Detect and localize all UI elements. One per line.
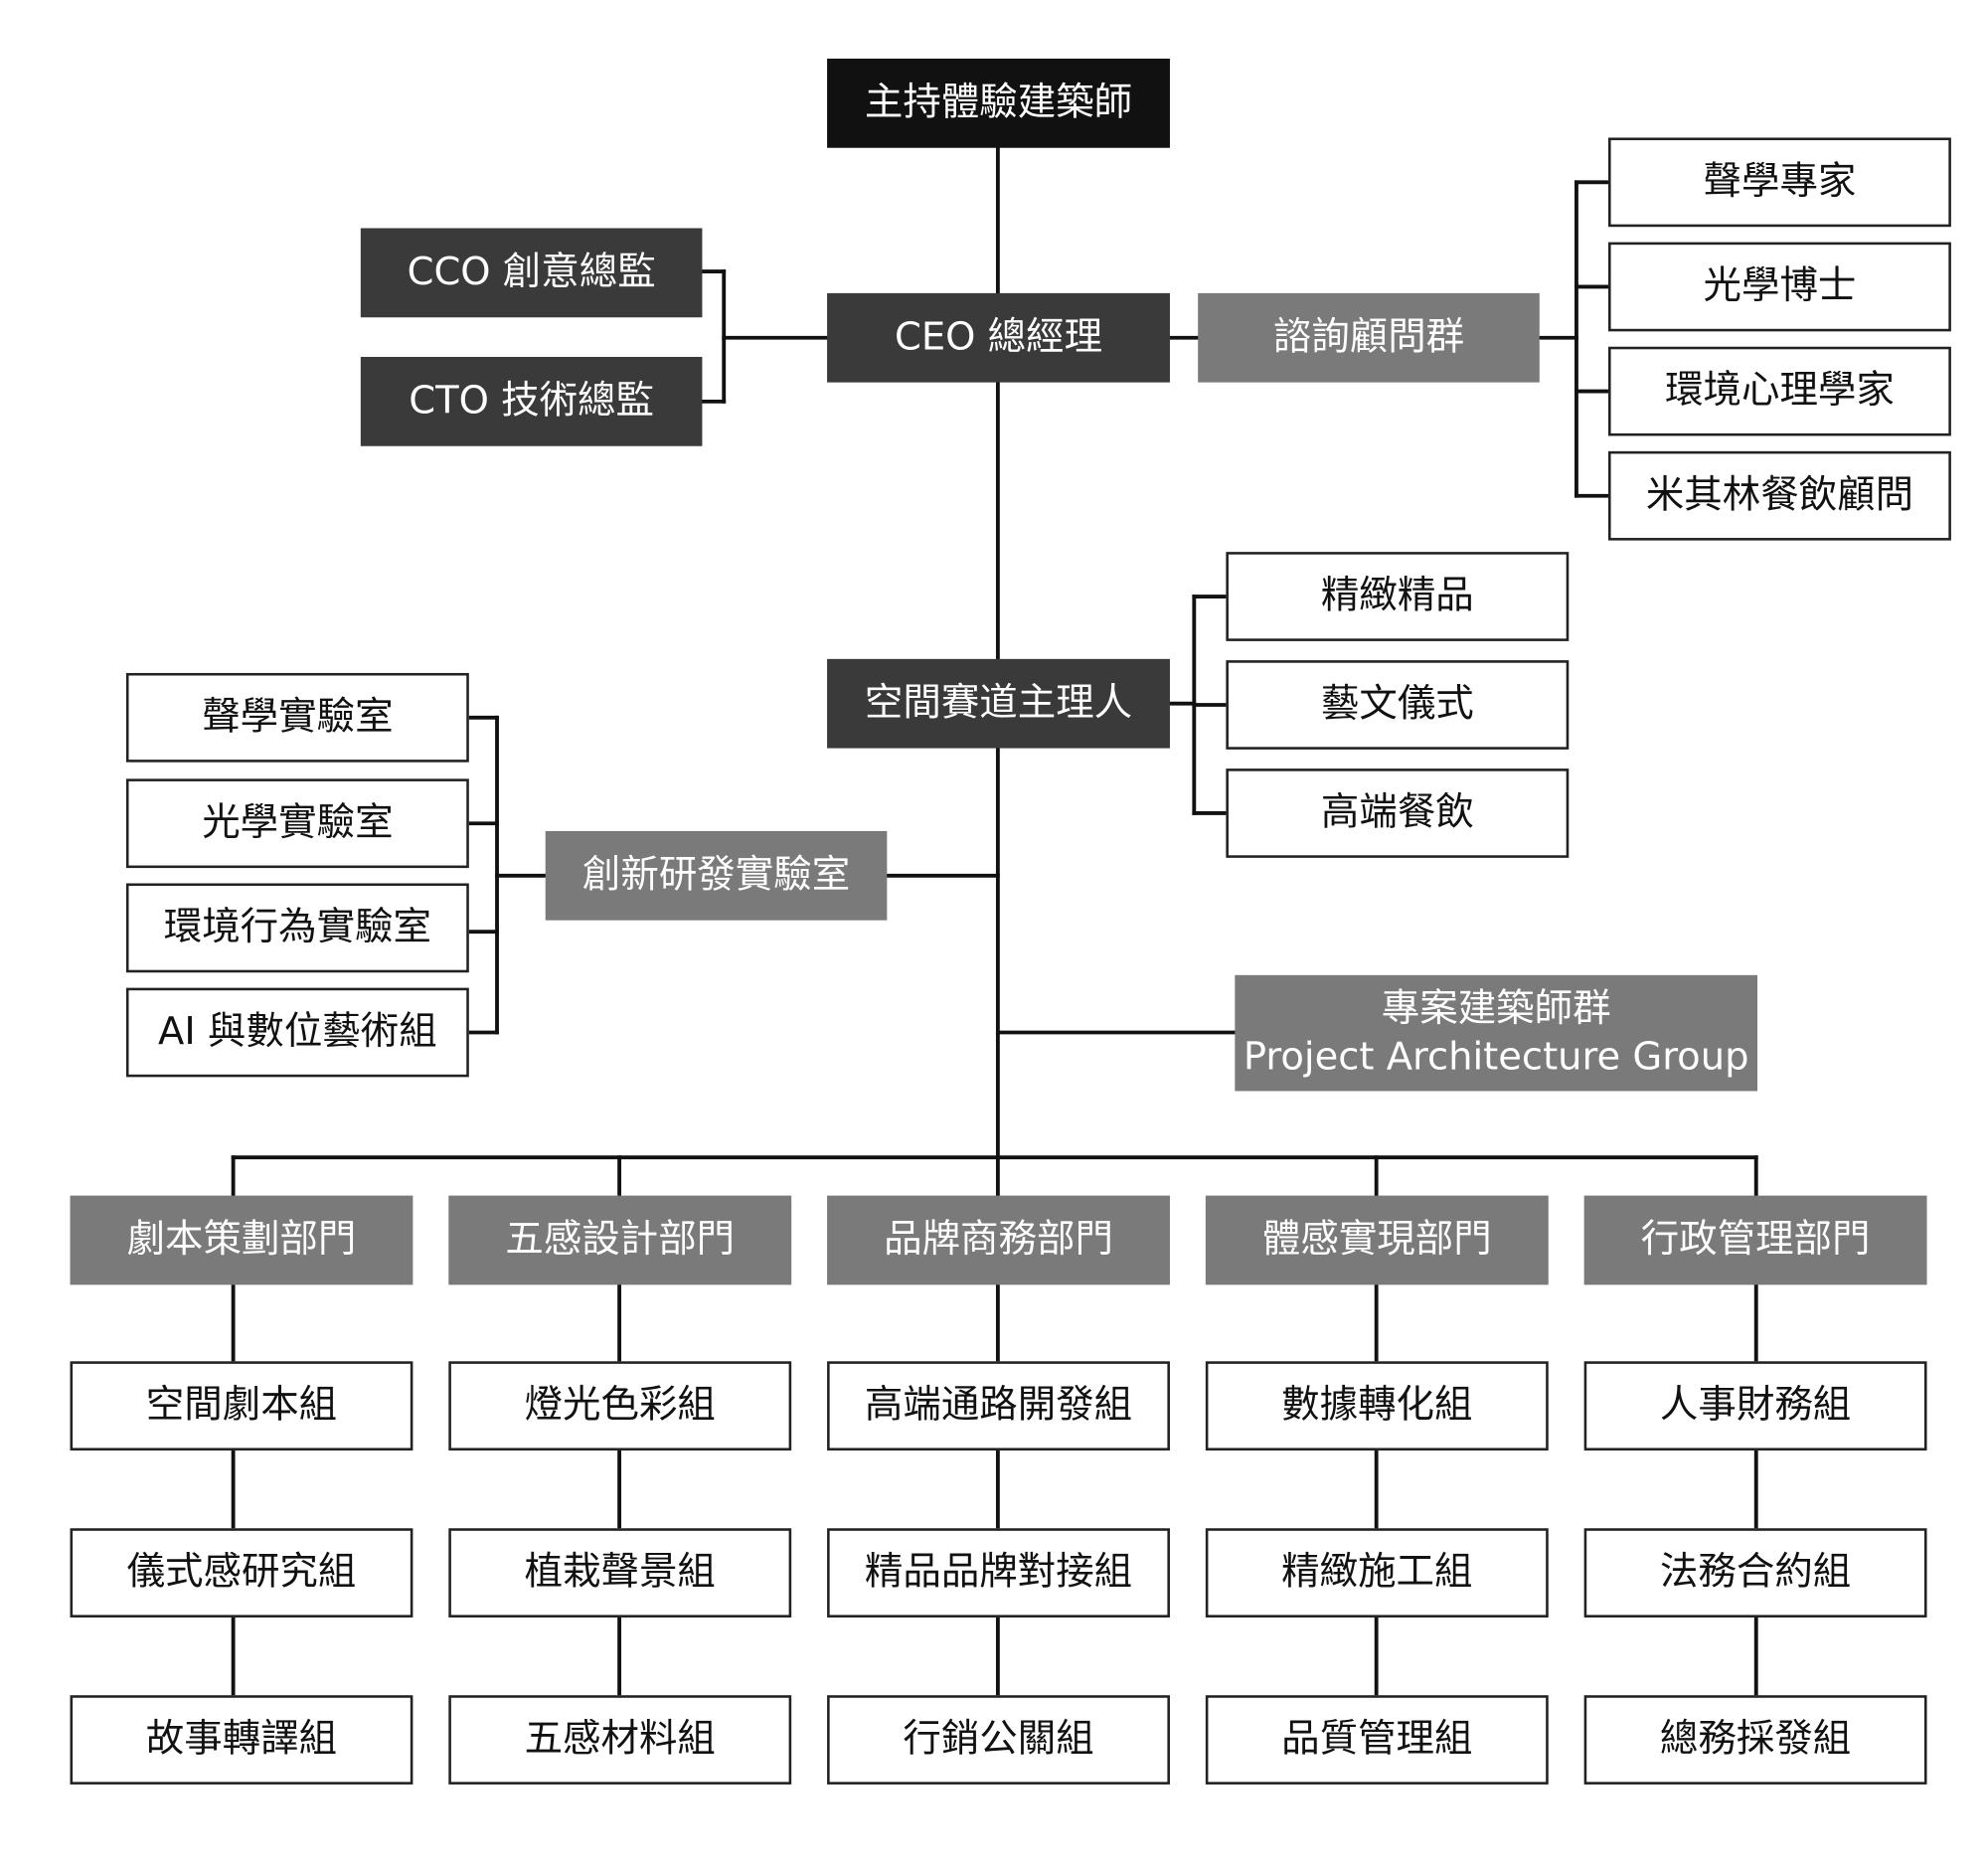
dept-experience: 體感實現部門 bbox=[1205, 1195, 1549, 1285]
track-arts-ritual: 藝文儀式 bbox=[1226, 660, 1570, 750]
advisor-optics: 光學博士 bbox=[1608, 242, 1951, 332]
lab-env-behavior: 環境行為實驗室 bbox=[125, 883, 469, 973]
group-box: 空間劇本組 bbox=[70, 1361, 414, 1451]
rnd-lab-box: 創新研發實驗室 bbox=[545, 830, 888, 921]
cto-box: CTO 技術總監 bbox=[360, 356, 703, 446]
dept-scripting: 劇本策劃部門 bbox=[70, 1195, 414, 1285]
group-box: 儀式感研究組 bbox=[70, 1528, 414, 1618]
track-host-box: 空間賽道主理人 bbox=[827, 658, 1170, 749]
dept-brand-business: 品牌商務部門 bbox=[827, 1195, 1170, 1285]
group-box: 人事財務組 bbox=[1583, 1361, 1927, 1451]
group-box: 行銷公關組 bbox=[827, 1695, 1170, 1785]
group-box: 品質管理組 bbox=[1205, 1695, 1549, 1785]
project-architecture-group-box: 專案建築師群 Project Architecture Group bbox=[1235, 974, 1758, 1092]
track-luxury: 精緻精品 bbox=[1226, 552, 1570, 641]
project-group-title-zh: 專案建築師群 bbox=[1381, 986, 1611, 1032]
track-fine-dining: 高端餐飲 bbox=[1226, 768, 1570, 858]
advisor-dining: 米其林餐飲顧問 bbox=[1608, 450, 1951, 541]
lab-optics: 光學實驗室 bbox=[125, 778, 469, 869]
advisor-acoustics: 聲學專家 bbox=[1608, 137, 1951, 228]
dept-admin: 行政管理部門 bbox=[1583, 1195, 1927, 1285]
project-group-title-en: Project Architecture Group bbox=[1242, 1034, 1749, 1080]
group-box: 五感材料組 bbox=[448, 1695, 792, 1785]
lab-ai-digital-art: AI 與數位藝術組 bbox=[125, 987, 469, 1078]
cco-box: CCO 創意總監 bbox=[360, 228, 703, 318]
lab-acoustics: 聲學實驗室 bbox=[125, 672, 469, 763]
group-box: 高端通路開發組 bbox=[827, 1361, 1170, 1451]
ceo-box: CEO 總經理 bbox=[827, 292, 1170, 383]
dept-five-senses: 五感設計部門 bbox=[448, 1195, 792, 1285]
group-box: 精緻施工組 bbox=[1205, 1528, 1549, 1618]
group-box: 法務合約組 bbox=[1583, 1528, 1927, 1618]
group-box: 數據轉化組 bbox=[1205, 1361, 1549, 1451]
advisor-env-psych: 環境心理學家 bbox=[1608, 346, 1951, 436]
group-box: 植栽聲景組 bbox=[448, 1528, 792, 1618]
group-box: 故事轉譯組 bbox=[70, 1695, 414, 1785]
group-box: 燈光色彩組 bbox=[448, 1361, 792, 1451]
chief-architect-box: 主持體驗建築師 bbox=[827, 58, 1170, 148]
advisors-box: 諮詢顧問群 bbox=[1198, 292, 1540, 383]
group-box: 精品品牌對接組 bbox=[827, 1528, 1170, 1618]
group-box: 總務採發組 bbox=[1583, 1695, 1927, 1785]
